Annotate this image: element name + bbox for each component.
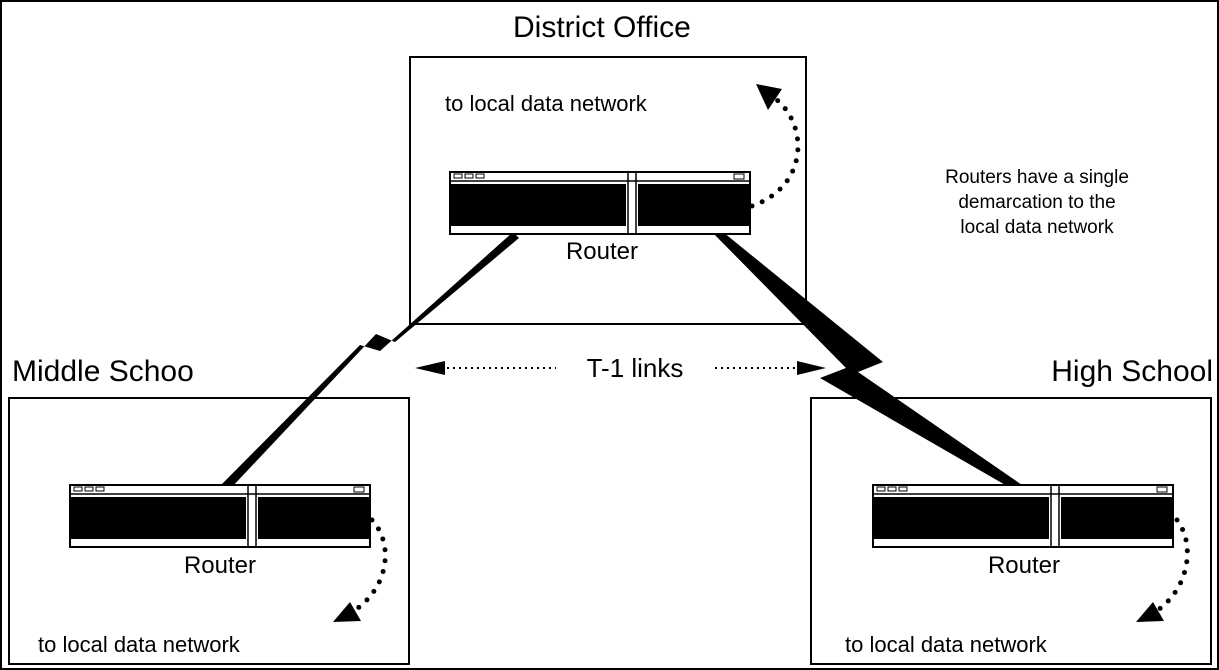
- middle-school-router-label: Router: [184, 552, 256, 579]
- high-school-network-arrow: [1136, 517, 1190, 622]
- district-office-box: [409, 56, 807, 325]
- note-line-3: local data network: [960, 217, 1114, 238]
- middle-school-title: Middle Schoo: [12, 355, 194, 388]
- note-line-2: demarcation to the: [958, 192, 1115, 213]
- high-school-router: [872, 484, 1174, 548]
- high-school-router-label: Router: [988, 552, 1060, 579]
- high-school-network-label: to local data network: [845, 632, 1048, 657]
- t1-links-indicator: [415, 361, 826, 375]
- demarcation-note: Routers have a single demarcation to the…: [945, 167, 1129, 238]
- district-office-title: District Office: [513, 11, 691, 44]
- note-line-1: Routers have a single: [945, 167, 1129, 188]
- t1-links-label: T-1 links: [587, 353, 684, 383]
- middle-school-network-label: to local data network: [38, 632, 241, 657]
- t1-link-right-bolt: [712, 228, 1022, 490]
- t1-link-left-bolt: [222, 232, 519, 488]
- district-office-network-label: to local data network: [445, 91, 648, 116]
- middle-school-network-arrow: [333, 517, 388, 622]
- high-school-title: High School: [1051, 355, 1213, 388]
- district-office-router: [449, 171, 751, 235]
- middle-school-box: [8, 397, 410, 665]
- district-office-router-label: Router: [566, 238, 638, 265]
- district-office-network-arrow: [749, 84, 801, 209]
- middle-school-router: [69, 484, 371, 548]
- high-school-box: [810, 397, 1212, 665]
